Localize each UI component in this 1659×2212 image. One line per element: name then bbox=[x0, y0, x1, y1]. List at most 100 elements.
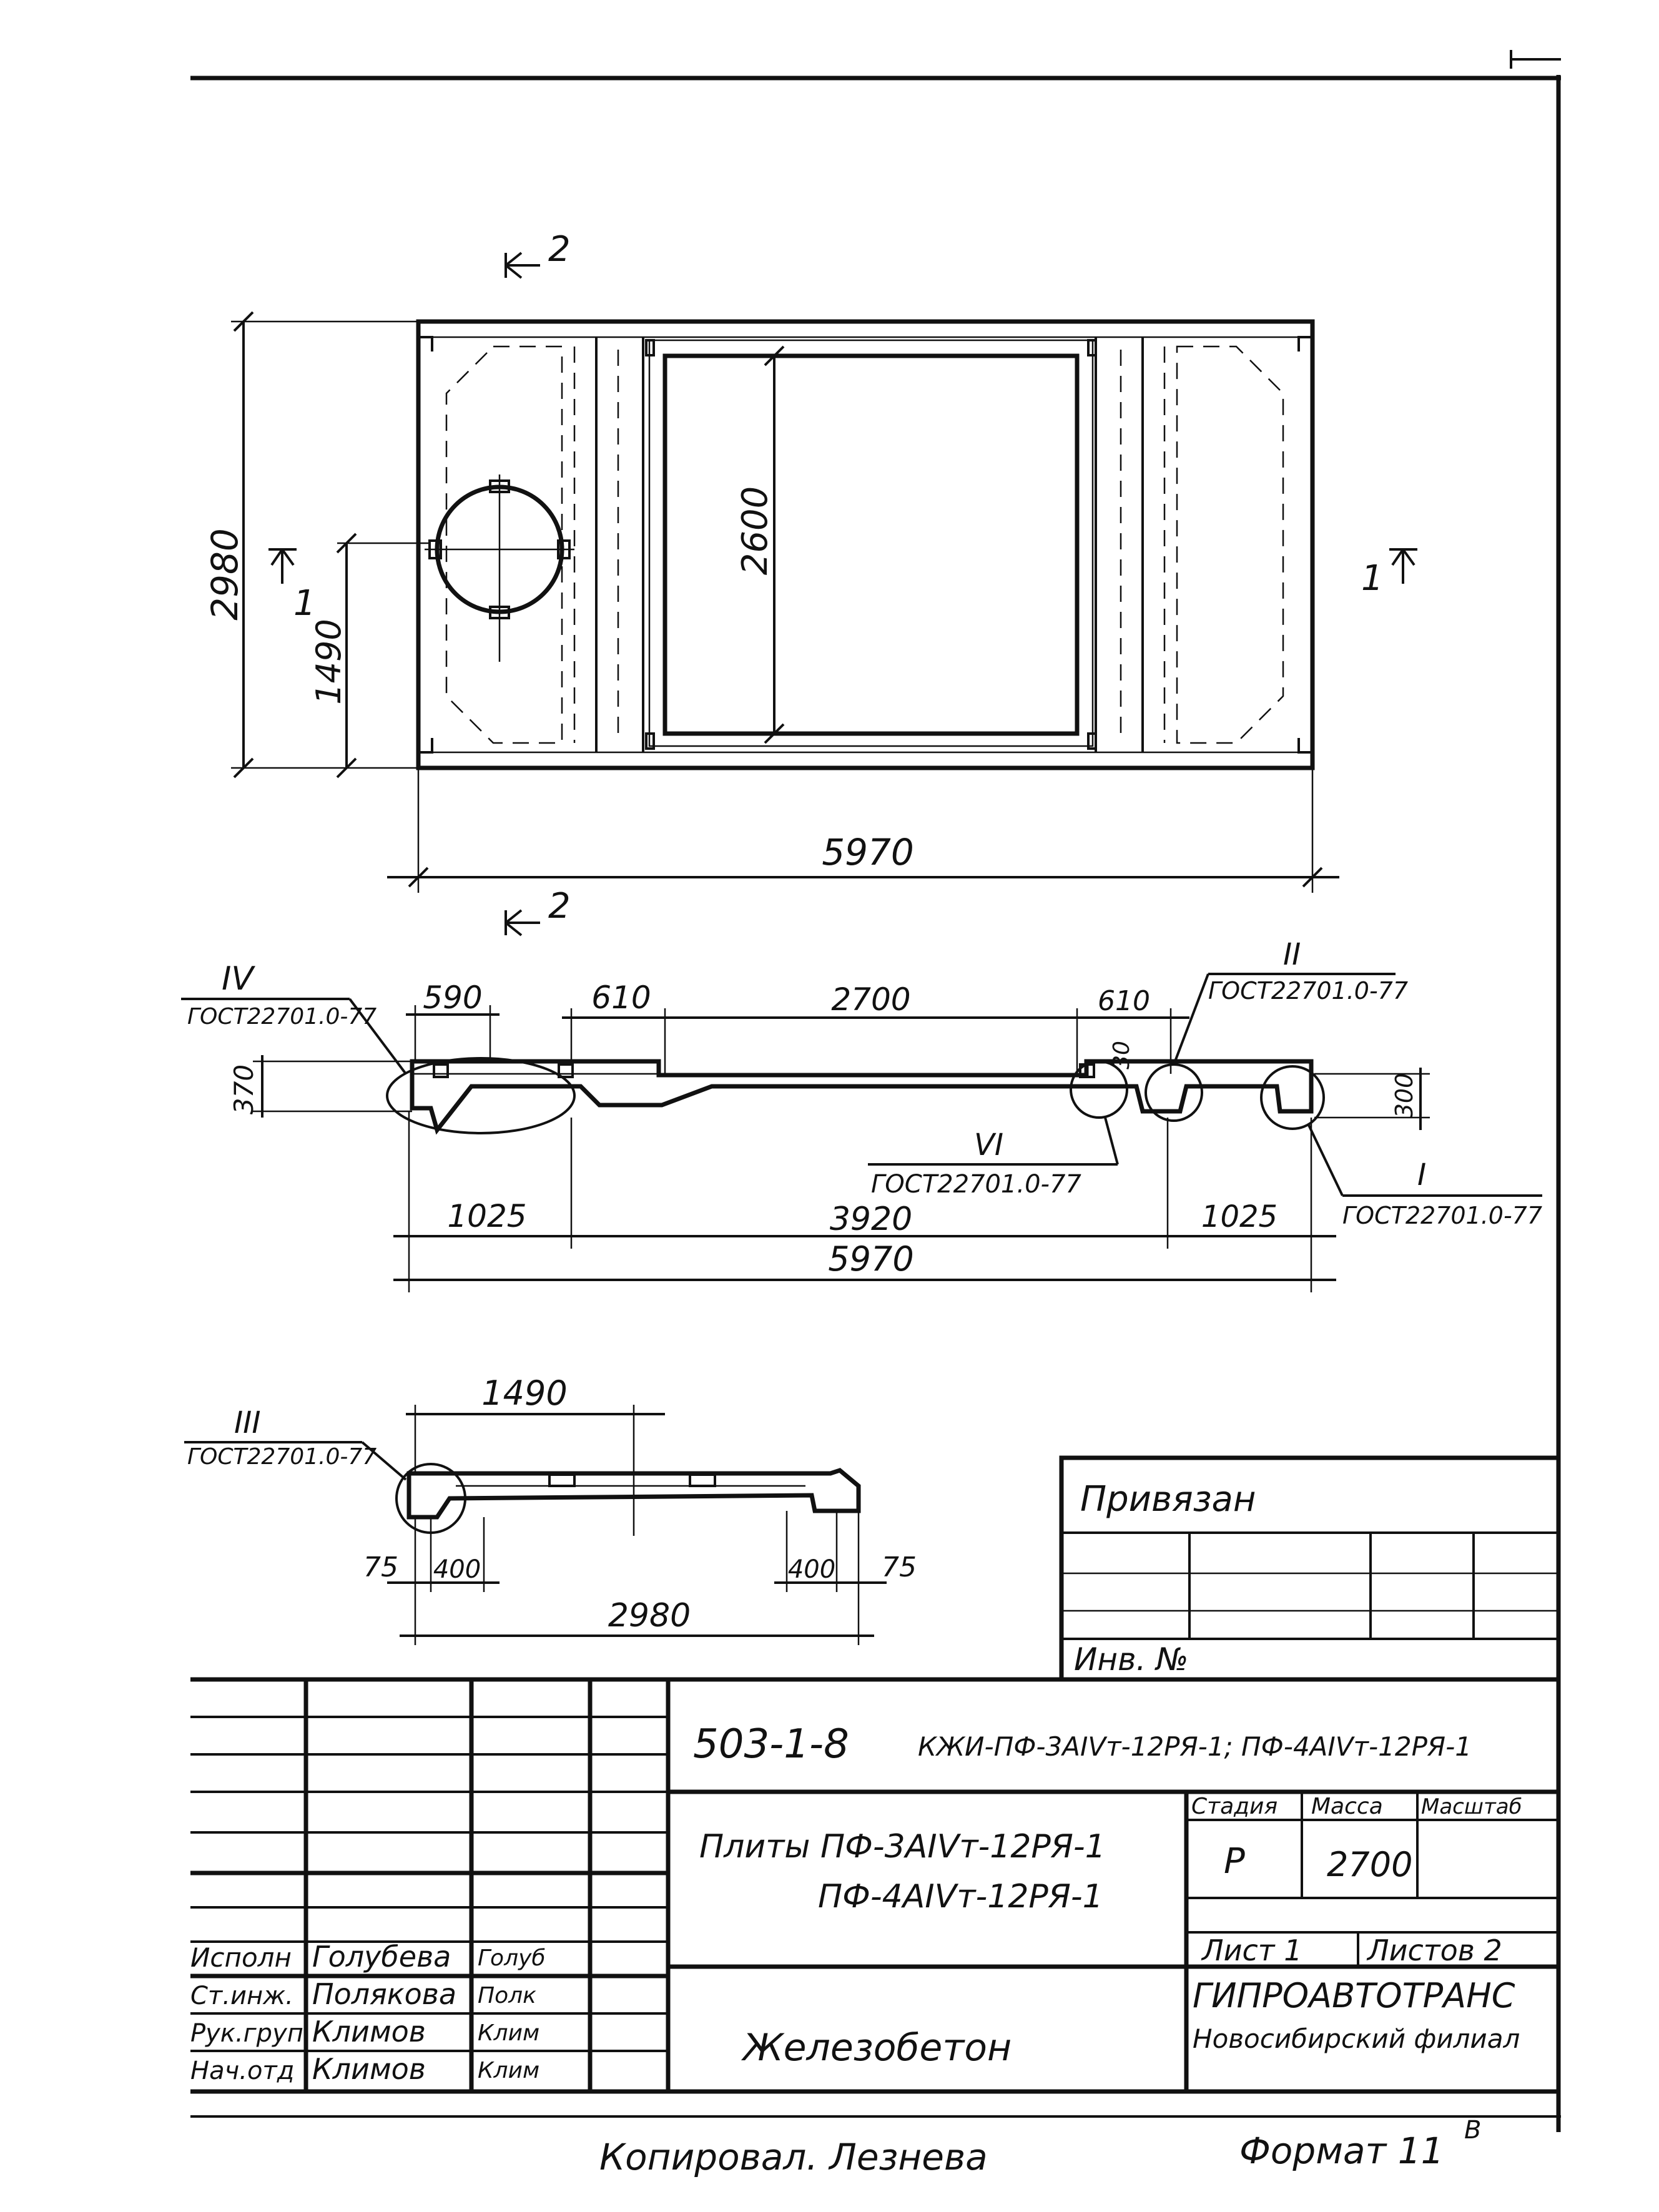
long-section-embed-1 bbox=[433, 1063, 449, 1078]
longitudinal-section: IV ГОСТ22701.0-77 II ГОСТ22701.0-77 VI Г… bbox=[181, 937, 1542, 1292]
plan-view: 2980 1490 2600 5970 2 2 1 1 bbox=[204, 229, 1417, 936]
node-vi-leader bbox=[1104, 1117, 1119, 1165]
dim-610-right-text: 610 bbox=[1098, 985, 1150, 1017]
plan-hatch-lug-right bbox=[557, 539, 571, 559]
tb-stage-value: Р bbox=[1224, 1841, 1245, 1882]
tb-signature-4: Клим bbox=[478, 2058, 539, 2083]
dim-610-left-text: 610 bbox=[591, 980, 651, 1016]
dim-1490-text: 1490 bbox=[309, 619, 348, 704]
node-i-mark: I bbox=[1417, 1158, 1426, 1192]
tb-scale-label: Масштаб bbox=[1421, 1794, 1522, 1819]
node-iii-ref: ГОСТ22701.0-77 bbox=[187, 1444, 377, 1470]
sheet-footer: Копировал. Лезнева Формат 11 В bbox=[599, 2116, 1481, 2178]
tb-role-4: Нач.отд bbox=[190, 2057, 294, 2085]
tb-signature-2: Полк bbox=[478, 1983, 536, 2008]
dim-2980-text: 2980 bbox=[204, 528, 246, 621]
cross-section: III ГОСТ22701.0-77 1490 75 400 400 75 29… bbox=[184, 1374, 917, 1645]
dim-30-text: 30 bbox=[1109, 1041, 1135, 1069]
node-vi-mark: VI bbox=[974, 1128, 1003, 1163]
dim-2980-tick-top bbox=[233, 311, 254, 332]
dim-2600-tick-bottom bbox=[764, 723, 785, 744]
tb-mass-value: 2700 bbox=[1327, 1845, 1412, 1884]
node-iv-circle bbox=[386, 1057, 576, 1134]
tb-signature-1: Голуб bbox=[478, 1945, 546, 1971]
section-1-right-arrow bbox=[1389, 548, 1417, 584]
binding-box: Привязан Инв. № bbox=[1059, 1455, 1561, 1682]
dim-370-text: 370 bbox=[229, 1064, 259, 1114]
section-1-left-arrow bbox=[268, 548, 297, 584]
plan-hatch-lug-left bbox=[428, 539, 442, 559]
plan-slab-outline bbox=[416, 319, 1315, 770]
node-i-leader bbox=[1307, 1123, 1344, 1196]
plan-central-opening bbox=[662, 353, 1080, 736]
dim-400-right-text: 400 bbox=[788, 1555, 835, 1584]
dim-400-left-text: 400 bbox=[433, 1555, 481, 1584]
node-i-circle bbox=[1260, 1065, 1325, 1130]
tb-role-1: Исполн bbox=[190, 1942, 292, 1973]
footer-format-sup: В bbox=[1464, 2116, 1481, 2145]
plan-corner-tl bbox=[418, 336, 433, 351]
plan-hatch-lug-top bbox=[489, 479, 510, 493]
tb-signature-3: Клим bbox=[478, 2020, 539, 2046]
plan-right-panel-outline bbox=[1176, 345, 1284, 744]
tb-name-1: Голубева bbox=[312, 1940, 451, 1974]
node-ii-leader bbox=[1173, 973, 1209, 1065]
title-block: Исполн Ст.инж. Рук.груп. Нач.отд Голубев… bbox=[190, 1677, 1558, 2094]
plan-corner-br bbox=[1297, 738, 1312, 754]
node-iii-mark: III bbox=[234, 1405, 260, 1440]
dim-1490-tick-top bbox=[336, 533, 357, 554]
section-2-top-arrow bbox=[505, 252, 540, 279]
node-ii-ref: ГОСТ22701.0-77 bbox=[1208, 977, 1408, 1005]
node-iv-mark: IV bbox=[222, 960, 255, 998]
dim-5970-text: 5970 bbox=[822, 831, 914, 873]
long-section-embed-2 bbox=[558, 1063, 574, 1078]
dim-75-right-text: 75 bbox=[882, 1551, 917, 1583]
footer-copied-by: Копировал. Лезнева bbox=[599, 2136, 988, 2178]
dim-300-text: 300 bbox=[1391, 1073, 1418, 1119]
section-2-bottom-arrow bbox=[505, 909, 540, 936]
plan-embed-4 bbox=[1087, 732, 1097, 750]
dim-5970-tick-right bbox=[1302, 867, 1323, 888]
tb-name-4: Климов bbox=[312, 2052, 426, 2086]
node-ii-mark: II bbox=[1283, 937, 1301, 972]
tb-sheet-label: Лист 1 bbox=[1201, 1934, 1302, 1967]
section-1-left-label: 1 bbox=[293, 583, 316, 624]
tb-branch: Новосибирский филиал bbox=[1193, 2023, 1520, 2054]
plan-left-panel-outline bbox=[445, 345, 563, 744]
dim-1490-tick-bottom bbox=[336, 757, 357, 779]
tb-name-line1: Плиты ПФ-3АIVт-12РЯ-1 bbox=[699, 1828, 1106, 1865]
section-1-right-label: 1 bbox=[1361, 558, 1384, 599]
dim-1025-left-text: 1025 bbox=[447, 1198, 526, 1234]
dim-2980-tick-bottom bbox=[233, 757, 254, 779]
dim-75-left-text: 75 bbox=[363, 1551, 398, 1583]
dim-2600-text: 2600 bbox=[735, 486, 775, 576]
tb-material: Железобетон bbox=[741, 2026, 1012, 2070]
dim-590-text: 590 bbox=[423, 980, 482, 1016]
plan-embed-2 bbox=[1087, 339, 1097, 356]
tb-name-2: Полякова bbox=[312, 1977, 456, 2011]
dim-3920-text: 3920 bbox=[830, 1201, 912, 1238]
tb-sheets-label: Листов 2 bbox=[1366, 1934, 1502, 1967]
tb-org: ГИПРОАВТОТРАНС bbox=[1193, 1976, 1515, 2015]
footer-format: Формат 11 bbox=[1239, 2130, 1444, 2172]
tb-designation: КЖИ-ПФ-3АIVт-12РЯ-1; ПФ-4АIVт-12РЯ-1 bbox=[918, 1731, 1472, 1762]
dim-5970-tick-left bbox=[408, 867, 429, 888]
tb-role-3: Рук.груп. bbox=[190, 2019, 312, 2048]
long-section-body bbox=[410, 1059, 1314, 1135]
dim-2600-tick-top bbox=[764, 345, 785, 366]
cross-embed-2 bbox=[689, 1473, 716, 1487]
plan-opening-frame bbox=[648, 339, 1094, 747]
plan-embed-3 bbox=[645, 732, 655, 750]
section-2-top-label: 2 bbox=[548, 229, 571, 270]
cross-embed-1 bbox=[548, 1473, 576, 1487]
tb-stage-label: Стадия bbox=[1191, 1794, 1277, 1819]
plan-corner-bl bbox=[418, 738, 433, 754]
section-2-bottom-label: 2 bbox=[548, 886, 571, 927]
binding-privyazan: Привязан bbox=[1080, 1479, 1256, 1520]
plan-embed-1 bbox=[645, 339, 655, 356]
plan-hatch-lug-bottom bbox=[489, 606, 510, 619]
node-vi-circle bbox=[1070, 1060, 1128, 1119]
tb-name-line2: ПФ-4АIVт-12РЯ-1 bbox=[818, 1878, 1103, 1915]
dim-1490-cross-text: 1490 bbox=[481, 1374, 567, 1413]
